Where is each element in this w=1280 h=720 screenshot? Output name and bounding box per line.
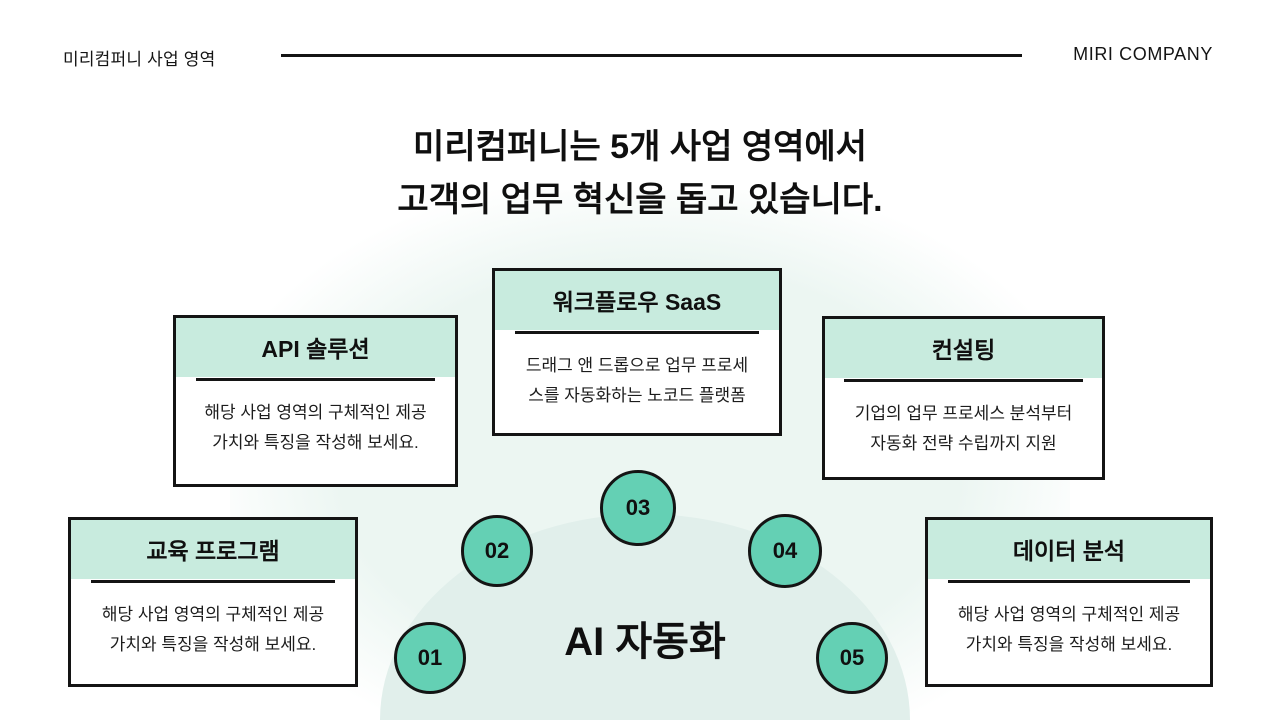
card-title-underline: [947, 580, 1191, 583]
card-data-analysis: 데이터 분석 해당 사업 영역의 구체적인 제공 가치와 특징을 작성해 보세요…: [925, 517, 1213, 687]
card-body: 드래그 앤 드롭으로 업무 프로세 스를 자동화하는 노코드 플랫폼: [525, 356, 749, 405]
card-consulting: 컨설팅 기업의 업무 프로세스 분석부터 자동화 전략 수립까지 지원: [822, 316, 1105, 480]
card-title: 워크플로우 SaaS: [495, 271, 779, 330]
top-bar: 미리컴퍼니 사업 영역 MIRI COMPANY: [0, 0, 1280, 80]
card-title: 데이터 분석: [928, 520, 1210, 579]
step-circle-02: 02: [461, 515, 533, 587]
section-label: 미리컴퍼니 사업 영역: [63, 50, 216, 69]
card-workflow-saas: 워크플로우 SaaS 드래그 앤 드롭으로 업무 프로세 스를 자동화하는 노코…: [492, 268, 782, 436]
card-body: 해당 사업 영역의 구체적인 제공 가치와 특징을 작성해 보세요.: [204, 403, 427, 452]
card-title: API 솔루션: [176, 318, 455, 377]
slide-title-line2: 고객의 업무 혁신을 돕고 있습니다.: [397, 181, 883, 219]
slide-title: 미리컴퍼니는 5개 사업 영역에서 고객의 업무 혁신을 돕고 있습니다.: [0, 121, 1280, 227]
step-circle-01: 01: [394, 622, 466, 694]
card-title-underline: [195, 378, 436, 381]
card-body: 기업의 업무 프로세스 분석부터 자동화 전략 수립까지 지원: [854, 404, 1073, 453]
step-circle-04: 04: [748, 514, 822, 588]
card-body: 해당 사업 영역의 구체적인 제공 가치와 특징을 작성해 보세요.: [957, 605, 1181, 654]
header-divider-line: [281, 54, 1022, 57]
card-title-underline: [90, 580, 336, 583]
card-api-solution: API 솔루션 해당 사업 영역의 구체적인 제공 가치와 특징을 작성해 보세…: [173, 315, 458, 487]
card-education-program: 교육 프로그램 해당 사업 영역의 구체적인 제공 가치와 특징을 작성해 보세…: [68, 517, 358, 687]
step-circle-05: 05: [816, 622, 888, 694]
card-title-underline: [514, 331, 760, 334]
card-title-underline: [844, 379, 1083, 382]
card-title: 교육 프로그램: [71, 520, 355, 579]
company-name: MIRI COMPANY: [1073, 44, 1213, 64]
card-title: 컨설팅: [825, 319, 1102, 378]
card-body: 해당 사업 영역의 구체적인 제공 가치와 특징을 작성해 보세요.: [101, 605, 325, 654]
center-label-ai-automation: AI 자동화: [564, 620, 726, 664]
step-circle-03: 03: [600, 470, 676, 546]
slide-title-line1: 미리컴퍼니는 5개 사업 영역에서: [413, 128, 867, 166]
